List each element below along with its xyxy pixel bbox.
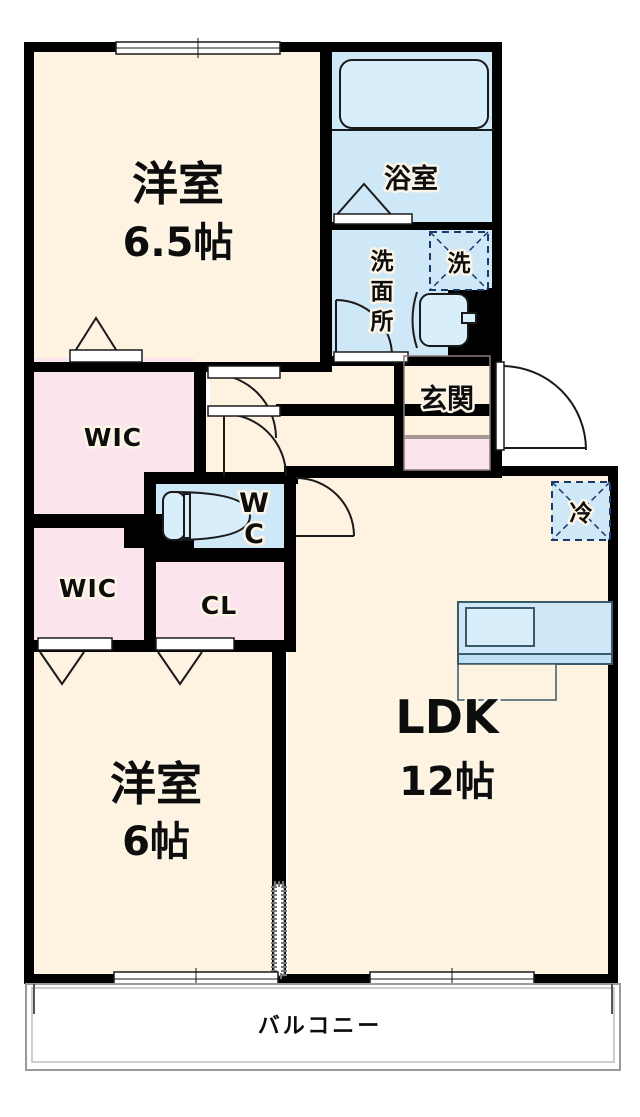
- toilet-fixture: [162, 490, 252, 542]
- door-bathroom-folding[interactable]: [333, 182, 395, 219]
- wall-ldk-top: [492, 466, 618, 476]
- door-wic-lower-folding[interactable]: [39, 651, 85, 686]
- door-cl-sill: [155, 637, 235, 651]
- door-hall-sill: [207, 405, 281, 417]
- door-ldk-swing[interactable]: [295, 477, 355, 537]
- label-bedroom-main-size: 6.5帖: [123, 220, 234, 266]
- door-entrance-swing[interactable]: [501, 365, 587, 451]
- door-bathroom-sill: [333, 213, 413, 225]
- label-bedroom-second-name: 洋室: [110, 757, 202, 811]
- label-bathroom: 浴室: [384, 163, 438, 195]
- door-wic-upper-folding[interactable]: [71, 316, 121, 357]
- wall-wic-upper-right: [194, 362, 206, 484]
- door-wic-upper-sill: [69, 349, 143, 363]
- wall-right-bathblock: [492, 42, 502, 474]
- wall-left-outer: [24, 42, 34, 984]
- wall-bed65-bath: [320, 42, 332, 372]
- label-toilet-line2: C: [244, 519, 264, 550]
- label-toilet-line1: W: [239, 488, 269, 519]
- door-washroom-swing[interactable]: [335, 299, 393, 357]
- door-cl-folding[interactable]: [157, 651, 203, 686]
- door-wic-lower-sill: [37, 637, 113, 651]
- kitchen-counter-fixture: [457, 601, 613, 701]
- room-labels: 洋室 6.5帖 浴室 洗 面 所 洗 玄関 WIC WIC W C CL 洋室 …: [56, 155, 595, 1042]
- wall-washroom-bottom: [320, 356, 502, 366]
- label-wic-upper: WIC: [84, 423, 142, 452]
- bathtub-fixture: [339, 59, 489, 129]
- door-entrance-jamb: [495, 361, 505, 451]
- label-washer: 洗: [448, 251, 471, 277]
- hatched-partition: [271, 881, 287, 979]
- balcony-outline: [25, 983, 621, 1071]
- shoe-cabinet: [403, 437, 491, 471]
- label-balcony: バルコニー: [258, 1014, 383, 1039]
- wall-wc-right: [284, 472, 296, 652]
- wall-wc-bottom: [144, 548, 296, 562]
- wall-corridor-step: [276, 404, 496, 416]
- wall-bed65-bottom: [24, 362, 324, 372]
- room-fill-closet: [156, 562, 284, 650]
- label-bedroom-second-size: 6帖: [122, 819, 190, 865]
- wall-ldk-left-upper: [284, 466, 298, 484]
- fixtures: [37, 59, 613, 979]
- label-bedroom-main-name: 洋室: [132, 157, 224, 211]
- room-fill-ldk: [288, 476, 618, 976]
- vanity-sink-fixture: [411, 291, 477, 349]
- door-bedroom65-sill: [207, 365, 281, 379]
- label-washroom-line3: 所: [371, 309, 394, 335]
- refrigerator-space: [551, 481, 611, 541]
- label-ldk-size: 12帖: [399, 759, 495, 805]
- windows: [113, 38, 535, 990]
- wall-bottom-outer: [24, 974, 618, 984]
- wall-entrance-left: [394, 356, 404, 476]
- genkan-step: [403, 355, 491, 437]
- wall-right-outer: [608, 466, 618, 984]
- wall-wic-lower-right: [144, 548, 156, 652]
- label-fridge: 冷: [570, 500, 593, 527]
- window-bedroom65-north: [115, 38, 281, 58]
- label-ldk-name: LDK: [395, 690, 500, 744]
- room-fill-bedroom-6: [32, 650, 280, 976]
- label-washroom-line2: 面: [371, 279, 394, 305]
- wall-bath-washroom: [332, 222, 494, 230]
- label-entrance: 玄関: [420, 383, 474, 415]
- wall-wc-top: [144, 472, 296, 484]
- room-fill-bedroom-6_5: [32, 50, 328, 370]
- washer-space: [429, 231, 489, 291]
- label-washroom-line1: 洗: [371, 249, 394, 275]
- room-fill-entrance: [404, 356, 490, 438]
- label-wic-lower: WIC: [59, 574, 117, 603]
- label-closet: CL: [201, 591, 237, 620]
- door-washroom-sill: [333, 351, 409, 363]
